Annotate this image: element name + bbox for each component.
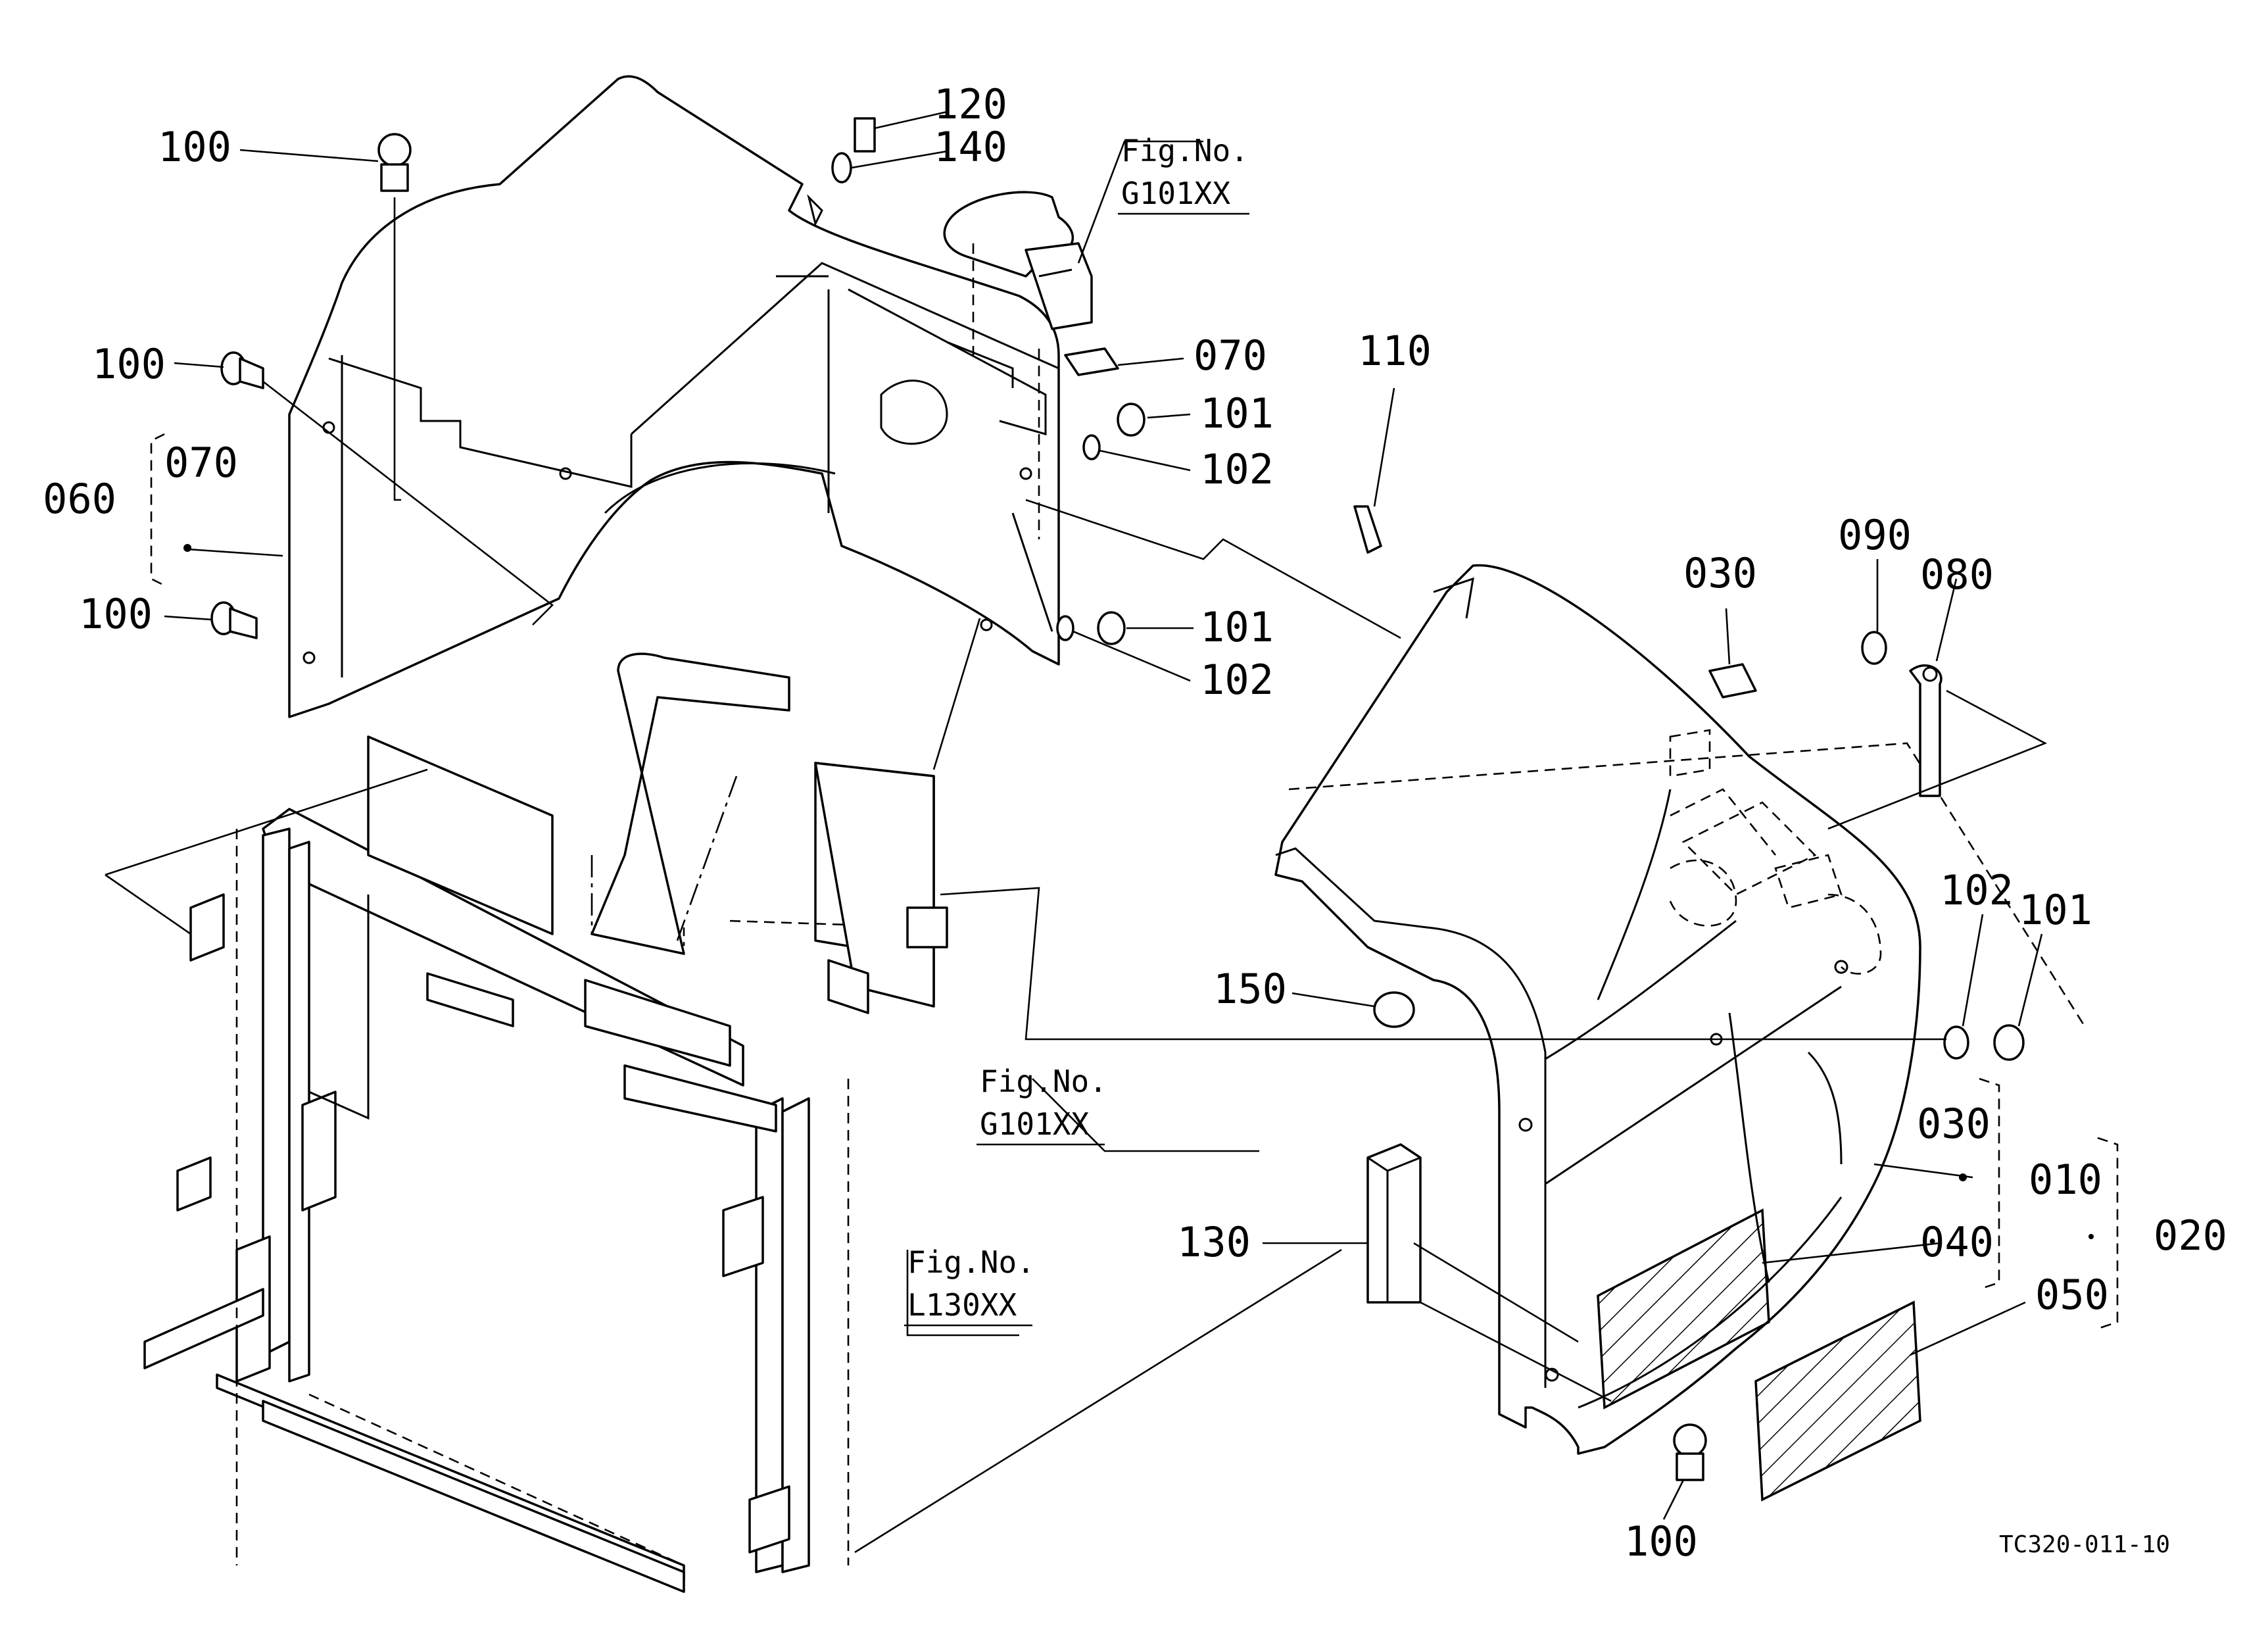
fig-ref-mid-line2: G101XX xyxy=(980,1106,1089,1142)
leader-lines xyxy=(105,111,2048,1554)
fig-g101xx-top-part xyxy=(943,191,1093,330)
callout-102-a: 102 xyxy=(1200,445,1274,493)
callout-080: 080 xyxy=(1920,551,1994,599)
callout-120: 120 xyxy=(934,80,1007,128)
lower-frame xyxy=(143,652,935,1593)
fig-ref-top-line1: Fig.No. xyxy=(1121,133,1249,168)
drawing-code: TC320-011-10 xyxy=(1999,1531,2170,1558)
callout-050: 050 xyxy=(2035,1271,2109,1319)
callout-101-b: 101 xyxy=(1200,603,1274,651)
callout-101-c: 101 xyxy=(2019,886,2092,934)
callout-030-right: 030 xyxy=(1917,1100,1991,1148)
hardware xyxy=(210,117,2025,1481)
figure-references: Fig.No. G101XX Fig.No. G101XX Fig.No. L1… xyxy=(904,133,1249,1327)
callout-010: 010 xyxy=(2029,1156,2102,1204)
callout-140: 140 xyxy=(934,123,1007,171)
fig-g101xx-mid-bracket xyxy=(814,762,948,1014)
fig-ref-frame-line1: Fig.No. xyxy=(907,1244,1035,1280)
callout-030-top: 030 xyxy=(1683,549,1757,597)
callout-150: 150 xyxy=(1213,965,1287,1013)
callout-100-left-b: 100 xyxy=(79,590,153,638)
callout-130: 130 xyxy=(1177,1218,1251,1266)
callout-100-top: 100 xyxy=(158,123,231,171)
callout-040: 040 xyxy=(1920,1218,1994,1266)
callout-070-right: 070 xyxy=(1194,332,1267,380)
callout-020: 020 xyxy=(2154,1212,2227,1260)
callout-110: 110 xyxy=(1358,327,1432,375)
callout-102-c: 102 xyxy=(1940,866,2014,914)
left-upper-cover xyxy=(288,75,1060,718)
callout-090: 090 xyxy=(1838,511,1912,559)
group-brackets xyxy=(150,433,2119,1330)
callout-101-a: 101 xyxy=(1200,389,1274,437)
right-fender xyxy=(1274,564,2086,1502)
fig-ref-top-line2: G101XX xyxy=(1121,176,1230,211)
callout-100-bottom: 100 xyxy=(1624,1517,1698,1565)
callout-060: 060 xyxy=(43,475,116,523)
callout-100-left-a: 100 xyxy=(92,340,166,388)
callout-labels: 100 120 140 100 070 060 100 070 101 102 … xyxy=(43,80,2227,1565)
fig-ref-mid-line1: Fig.No. xyxy=(980,1064,1107,1099)
callout-070-left: 070 xyxy=(164,439,238,487)
callout-102-b: 102 xyxy=(1200,656,1274,704)
fig-ref-frame-line2: L130XX xyxy=(907,1287,1017,1323)
